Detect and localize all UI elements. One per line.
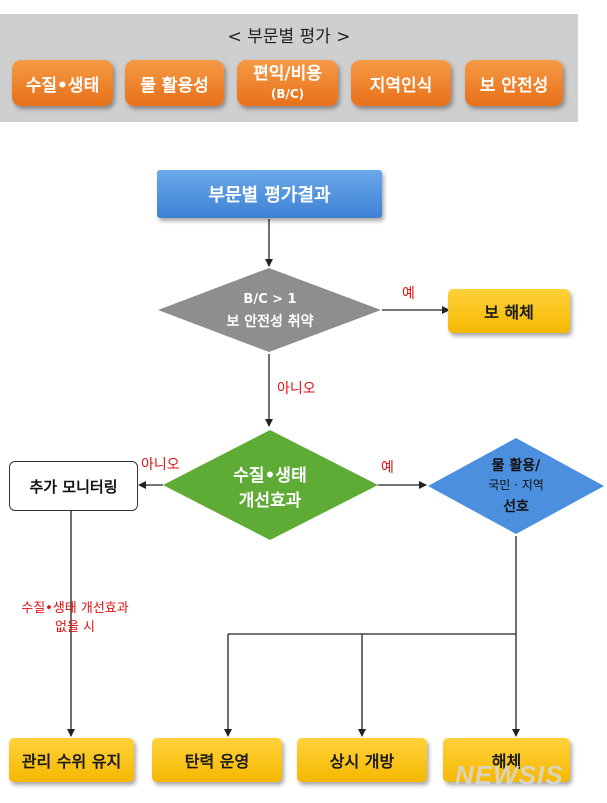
weir-dismantle-box: 보 해체	[448, 289, 570, 333]
evaluation-result-box: 부문별 평가결과	[157, 170, 382, 218]
diamond2-line1: 수질•생태	[233, 466, 307, 486]
diamond2-line2: 개선효과	[238, 491, 302, 511]
decision-diamond-bc	[158, 268, 381, 352]
note-line1: 수질•생태 개선효과	[21, 601, 129, 616]
dismantle-box: 해체	[443, 738, 570, 782]
note-line2: 없을 시	[54, 620, 95, 635]
newsis-watermark: NEWSIS	[455, 760, 564, 790]
diamond3-line3: 선호	[503, 499, 529, 515]
always-open-box: 상시 개방	[297, 738, 427, 782]
decision-diamond-water-ecology	[163, 430, 378, 540]
diamond3-line1: 물 활용/	[491, 458, 541, 474]
evaluation-title: < 부문별 평가 >	[227, 27, 351, 47]
no-label-1: 아니오	[277, 381, 316, 397]
weir-safety-button[interactable]: 보 안전성	[465, 60, 563, 106]
maintain-level-box: 관리 수위 유지	[9, 738, 134, 782]
flexible-operation-box: 탄력 운영	[152, 738, 282, 782]
yes-label-1: 예	[402, 286, 415, 302]
yes-label-2: 예	[381, 460, 394, 476]
water-ecology-button[interactable]: 수질•생태	[12, 60, 113, 106]
diamond3-line2: 국민 · 지역	[488, 478, 544, 492]
regional-perception-button[interactable]: 지역인식	[351, 60, 451, 106]
additional-monitoring-box: 추가 모니터링	[9, 461, 138, 511]
diamond1-line1: B/C > 1	[243, 292, 297, 307]
diamond1-line2: 보 안전성 취약	[226, 314, 314, 330]
water-use-button[interactable]: 물 활용성	[125, 60, 224, 106]
benefit-cost-button[interactable]: 편익/비용(B/C)	[237, 60, 338, 106]
no-label-2: 아니오	[141, 457, 180, 473]
decision-diamond-preference	[428, 438, 604, 534]
